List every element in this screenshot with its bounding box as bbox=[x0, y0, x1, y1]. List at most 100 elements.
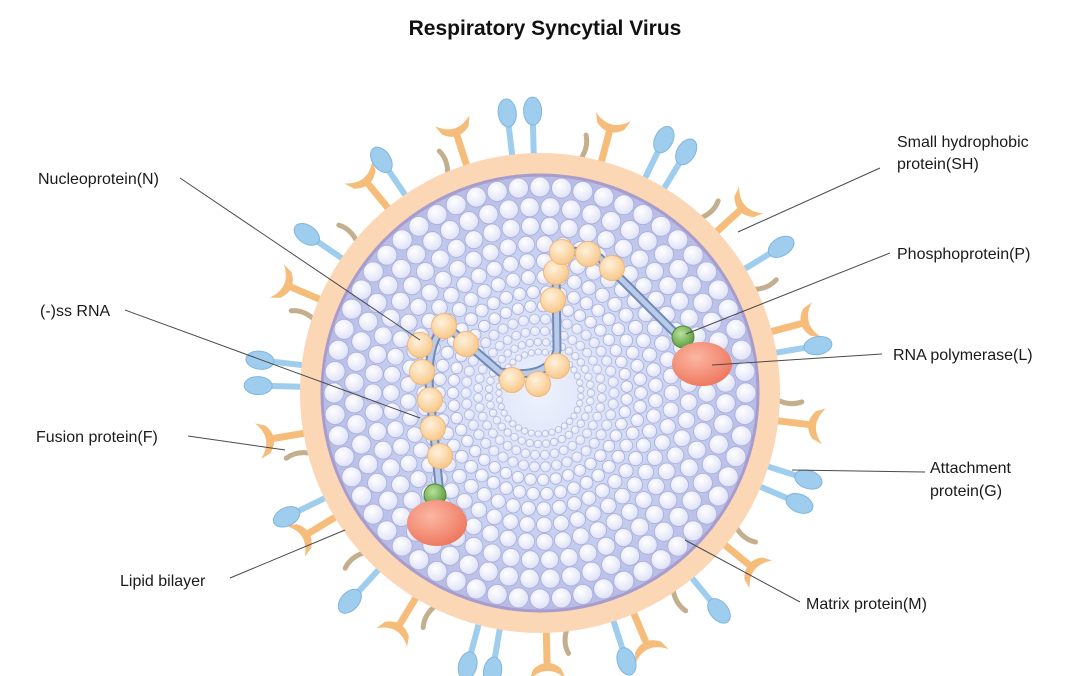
matrix-protein-bead bbox=[717, 466, 739, 488]
matrix-protein-bead bbox=[378, 275, 399, 296]
matrix-protein-bead bbox=[614, 488, 631, 505]
matrix-protein-bead bbox=[630, 249, 650, 269]
matrix-protein-bead bbox=[511, 302, 525, 316]
matrix-protein-bead bbox=[682, 244, 704, 266]
matrix-protein-bead bbox=[663, 384, 681, 402]
fusion-stalk bbox=[264, 382, 305, 390]
matrix-protein-bead bbox=[480, 337, 492, 349]
label-rna-polymerase: RNA polymerase(L) bbox=[893, 347, 1033, 364]
fusion-head bbox=[497, 98, 517, 128]
matrix-protein-bead bbox=[551, 177, 572, 199]
matrix-protein-bead bbox=[593, 578, 615, 600]
matrix-protein-bead bbox=[406, 244, 427, 265]
matrix-protein-bead bbox=[615, 417, 628, 431]
matrix-protein-bead bbox=[549, 448, 560, 459]
matrix-protein-bead bbox=[486, 475, 501, 490]
matrix-protein-bead bbox=[636, 333, 652, 349]
matrix-protein-bead bbox=[495, 396, 504, 404]
matrix-protein-bead bbox=[646, 408, 662, 424]
attachment-stalk bbox=[397, 594, 420, 627]
attachment-protein-spike bbox=[721, 541, 773, 589]
matrix-protein-bead bbox=[554, 425, 563, 434]
matrix-protein-bead bbox=[450, 411, 463, 425]
matrix-protein-bead bbox=[537, 473, 550, 487]
matrix-protein-bead bbox=[701, 311, 722, 332]
matrix-protein-bead bbox=[494, 340, 505, 351]
fusion-head bbox=[337, 588, 362, 614]
matrix-protein-bead bbox=[540, 461, 552, 473]
attachment-head bbox=[529, 662, 566, 676]
matrix-protein-bead bbox=[508, 177, 529, 199]
matrix-protein-bead bbox=[600, 497, 617, 515]
matrix-protein-bead bbox=[501, 219, 521, 238]
matrix-protein-bead bbox=[460, 387, 472, 399]
fusion-stalk bbox=[352, 566, 382, 598]
fusion-stalk bbox=[610, 617, 627, 656]
virion bbox=[243, 96, 833, 676]
matrix-protein-bead bbox=[557, 434, 567, 444]
matrix-protein-bead bbox=[455, 423, 468, 437]
matrix-protein-bead bbox=[632, 204, 654, 226]
fusion-head bbox=[803, 335, 833, 356]
matrix-protein-bead bbox=[503, 349, 512, 358]
matrix-protein-bead bbox=[521, 351, 529, 359]
fusion-head bbox=[457, 651, 478, 676]
matrix-protein-bead bbox=[456, 276, 473, 293]
matrix-protein-bead bbox=[488, 329, 500, 341]
attachment-stalk bbox=[630, 609, 649, 644]
matrix-protein-bead bbox=[520, 550, 540, 570]
matrix-protein-bead bbox=[499, 238, 517, 257]
matrix-protein-bead bbox=[594, 287, 610, 303]
matrix-protein-bead bbox=[575, 435, 586, 446]
matrix-protein-bead bbox=[561, 304, 575, 317]
matrix-protein-bead bbox=[554, 531, 572, 549]
matrix-protein-bead bbox=[378, 490, 399, 511]
attachment-head bbox=[269, 264, 293, 298]
nucleoprotein-bead bbox=[420, 415, 446, 441]
matrix-protein-bead bbox=[511, 445, 522, 456]
matrix-protein-bead bbox=[619, 438, 634, 453]
attachment-head bbox=[344, 160, 376, 189]
matrix-protein-bead bbox=[571, 451, 583, 463]
matrix-protein-bead bbox=[581, 412, 590, 421]
matrix-protein-bead bbox=[550, 437, 559, 447]
matrix-protein-bead bbox=[620, 393, 634, 406]
matrix-protein-bead bbox=[439, 545, 460, 566]
matrix-protein-bead bbox=[561, 469, 575, 482]
matrix-protein-bead bbox=[492, 416, 502, 425]
attachment-protein-spike bbox=[595, 111, 631, 166]
matrix-protein-bead bbox=[381, 308, 401, 328]
matrix-protein-bead bbox=[358, 311, 379, 332]
matrix-protein-bead bbox=[509, 358, 517, 366]
leader-phospho bbox=[685, 252, 891, 335]
matrix-protein-bead bbox=[391, 259, 412, 280]
attachment-protein-spike bbox=[255, 423, 308, 459]
matrix-protein-bead bbox=[499, 290, 514, 305]
fusion-protein-spike bbox=[688, 574, 731, 624]
matrix-protein-bead bbox=[440, 345, 455, 360]
attachment-stalk bbox=[306, 513, 339, 536]
matrix-protein-bead bbox=[571, 323, 583, 335]
matrix-protein-bead bbox=[588, 337, 600, 349]
matrix-protein-bead bbox=[463, 365, 475, 377]
matrix-protein-bead bbox=[458, 554, 479, 575]
matrix-protein-bead bbox=[520, 216, 540, 236]
matrix-protein-bead bbox=[540, 326, 550, 337]
matrix-protein-bead bbox=[565, 417, 574, 425]
matrix-protein-bead bbox=[533, 439, 543, 449]
matrix-protein-bead bbox=[486, 260, 503, 278]
matrix-protein-bead bbox=[402, 276, 422, 296]
matrix-protein-bead bbox=[478, 204, 499, 225]
matrix-protein-bead bbox=[530, 449, 540, 460]
matrix-protein-bead bbox=[409, 470, 428, 488]
matrix-protein-bead bbox=[633, 399, 647, 414]
matrix-protein-bead bbox=[514, 354, 523, 362]
matrix-protein-bead bbox=[559, 219, 579, 238]
matrix-protein-bead bbox=[601, 554, 622, 575]
matrix-protein-bead bbox=[476, 283, 492, 299]
matrix-protein-bead bbox=[625, 345, 640, 360]
matrix-protein-bead bbox=[708, 279, 729, 301]
matrix-protein-bead bbox=[613, 194, 635, 216]
matrix-protein-bead bbox=[715, 393, 736, 414]
matrix-protein-bead bbox=[529, 313, 541, 325]
